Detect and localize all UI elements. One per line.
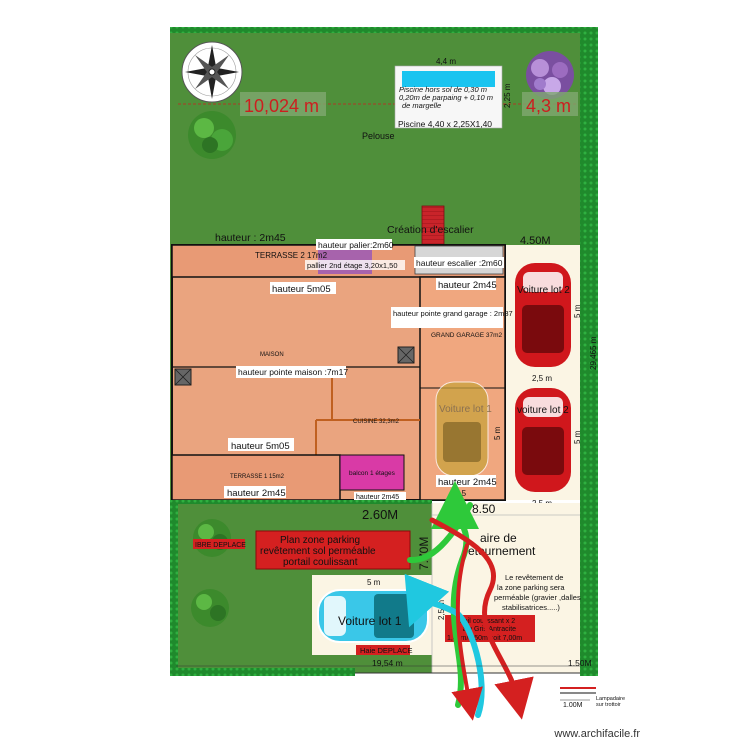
room-landing: pallier 2nd étage 3,20x1,50 bbox=[307, 261, 398, 270]
room-terrace-2: TERRASSE 2 17m2 bbox=[255, 251, 328, 260]
footer-watermark: www.archifacile.fr bbox=[554, 728, 640, 740]
label-bg bbox=[236, 366, 346, 378]
hedge-left-tag bbox=[193, 539, 245, 549]
height-terrace-bottom: hauteur 2m45 bbox=[227, 488, 286, 499]
label-bg bbox=[414, 257, 504, 268]
dim-2946: 29,465 m bbox=[589, 336, 598, 370]
parking-box-line3: portail coulissant bbox=[283, 557, 358, 568]
trajectory-red bbox=[429, 517, 534, 720]
vent-icon-cross bbox=[397, 346, 415, 364]
hedge-bottom-label: Haie DEPLACE bbox=[360, 646, 413, 655]
dim-width-left: 10,024 m bbox=[244, 96, 319, 116]
pool-caption: Piscine 4,40 x 2,25X1,40 bbox=[398, 119, 492, 129]
divider-hedge bbox=[176, 500, 432, 504]
dim-150: 1.50M bbox=[568, 658, 592, 668]
room-house: MAISON bbox=[260, 352, 284, 358]
balcony bbox=[339, 454, 405, 491]
height-balcony-bottom: hauteur 2m45 bbox=[356, 494, 399, 501]
label-bg bbox=[391, 307, 503, 328]
trajectory-red-2 bbox=[451, 543, 483, 721]
dim-parking-5m: 5 m bbox=[367, 578, 381, 587]
surface-note-1: Le revêtement de bbox=[505, 573, 563, 582]
label-bg bbox=[270, 282, 336, 294]
bottom-hedge bbox=[170, 668, 355, 676]
flowering-shrub-icon bbox=[526, 51, 574, 99]
pool-note-2: 0,20m de parpaing + 0,10 m bbox=[399, 93, 493, 102]
height-garage-top: hauteur 2m45 bbox=[438, 280, 497, 291]
height-garage-bottom: hauteur 2m45 bbox=[438, 477, 497, 488]
dim-1954: 19,54 m bbox=[372, 658, 403, 668]
dim-width-right: 4,3 m bbox=[526, 96, 571, 116]
parking-box-line1: Plan zone parking bbox=[280, 535, 360, 546]
height-house-peak: hauteur pointe maison :7m17 bbox=[238, 367, 348, 377]
label-bg bbox=[305, 260, 405, 270]
label-bg bbox=[354, 492, 406, 501]
tree-icon bbox=[188, 111, 236, 159]
label-bg bbox=[228, 438, 294, 451]
label-bg bbox=[224, 486, 286, 498]
dim-label-bg-right bbox=[522, 92, 578, 116]
car-lot2-a-label: Voiture lot 2 bbox=[517, 285, 570, 296]
pool-note-1: Piscine hors sol de 0,30 m bbox=[399, 85, 487, 94]
label-bg bbox=[436, 278, 496, 290]
car-lot2-b-label: voiture lot 2 bbox=[517, 405, 569, 416]
gate-line3: 1,80m/3,50m soit 7,00m bbox=[447, 635, 522, 642]
stair-label: Création d'escalier bbox=[387, 224, 474, 236]
car-lot2-top bbox=[515, 263, 571, 367]
pool-water bbox=[402, 71, 495, 87]
dim-label-bg-left bbox=[240, 92, 326, 116]
dim-100: 1.00M bbox=[563, 702, 583, 709]
room-terrace-1: TERRASSE 1 15m2 bbox=[230, 474, 285, 480]
dim-garage-car-5m: 5 m bbox=[493, 426, 502, 440]
dim-lot2-a-25: 2,5 m bbox=[532, 374, 552, 383]
dim-lot2-a-5m: 5 m bbox=[573, 304, 582, 318]
height-stairs: hauteur escalier :2m60 bbox=[416, 258, 503, 268]
compass-rose-icon bbox=[181, 41, 243, 103]
right-hedge bbox=[580, 28, 598, 676]
car-lot2-bottom bbox=[515, 388, 571, 492]
surface-note-4: stabilisatrices.....) bbox=[502, 603, 560, 612]
room-garage: GRAND GARAGE 37m2 bbox=[431, 332, 503, 339]
vent-icon-cross bbox=[174, 368, 192, 386]
top-hedge bbox=[170, 27, 598, 33]
label-bg bbox=[316, 239, 392, 250]
car-lot1-garage bbox=[435, 381, 489, 477]
pool-side-dim: 2,25 m bbox=[503, 83, 512, 108]
pool-note-3: de margelle bbox=[402, 101, 441, 110]
car-lot1-parking bbox=[317, 589, 429, 643]
tree-icon bbox=[193, 519, 231, 557]
trajectory-green bbox=[407, 505, 470, 708]
hedge-bottom-tag bbox=[356, 645, 410, 655]
turnaround-line1: aire de bbox=[480, 531, 517, 545]
dim-lot2-b-5m: 5 m bbox=[573, 430, 582, 444]
dim-850: 8.50 bbox=[472, 502, 496, 516]
tree-icon bbox=[191, 589, 229, 627]
height-house-top: hauteur 5m05 bbox=[272, 284, 331, 295]
room-kitchen: CUISINE 32,3m2 bbox=[353, 419, 400, 425]
legend-label-1: Lampadaire bbox=[596, 696, 625, 702]
lawn-label: Pelouse bbox=[362, 131, 395, 141]
surface-note-2: la zone parking sera bbox=[497, 583, 565, 592]
legend-label-2: sur trottoir bbox=[596, 702, 621, 708]
hedge-left-label: IBRE DEPLACE bbox=[195, 542, 246, 549]
dim-260: 2.60M bbox=[362, 507, 398, 522]
height-garage-peak: hauteur pointe grand garage : 2m87 bbox=[393, 309, 513, 318]
left-hedge bbox=[170, 500, 178, 676]
height-house-bottom: hauteur 5m05 bbox=[231, 441, 290, 452]
car-lot1-garage-label: Voiture lot 1 bbox=[439, 404, 492, 415]
dim-450: 4.50M bbox=[520, 235, 551, 247]
parking-zone-box bbox=[255, 530, 411, 570]
gate-line2: en alu Gris Antracite bbox=[453, 626, 516, 633]
dim-garage-25: 2,5 bbox=[455, 489, 467, 498]
height-2m45-top: hauteur : 2m45 bbox=[215, 232, 286, 244]
parking-box-line2: revêtement sol perméable bbox=[260, 546, 376, 557]
pool-top-dim: 4,4 m bbox=[436, 57, 456, 66]
height-landing: hauteur palier:2m60 bbox=[318, 240, 394, 250]
car-lot1-parking-label: Voiture lot 1 bbox=[338, 614, 402, 628]
surface-note-3: perméable (gravier ,dalles bbox=[494, 593, 581, 602]
room-balcony: balcon 1 étages bbox=[349, 470, 396, 477]
